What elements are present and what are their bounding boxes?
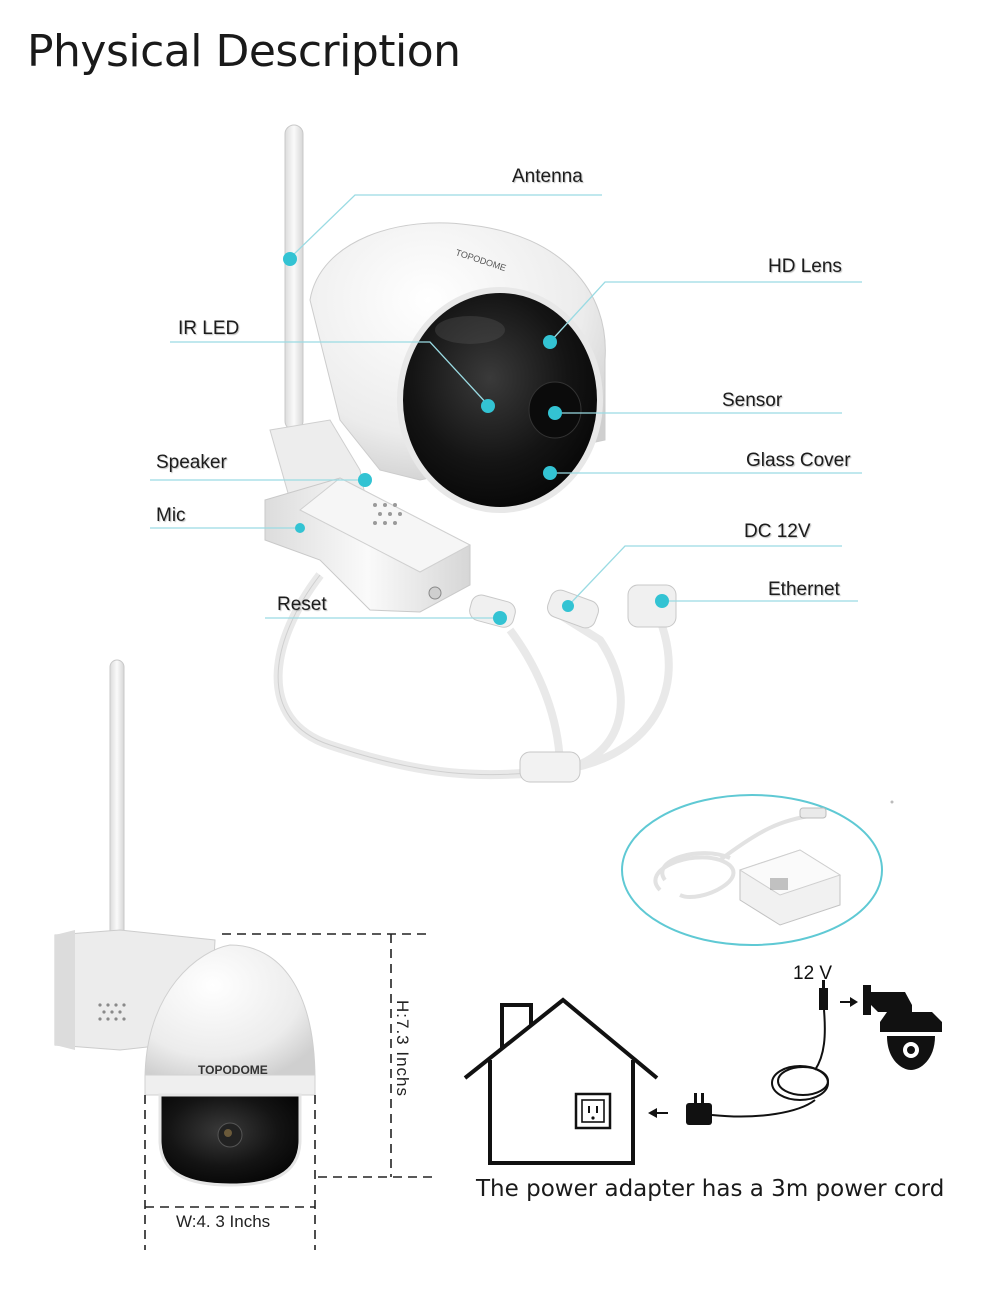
- label-glass-cover: Glass Cover: [746, 450, 851, 471]
- label-dc: DC 12V: [744, 521, 811, 542]
- speaker-grille: [373, 503, 402, 525]
- cable-splitter: [519, 751, 581, 783]
- speaker-dot: [358, 473, 372, 487]
- arrow-right-icon: [840, 997, 858, 1007]
- height-dimension-label: H:7.3 Inchs: [393, 1000, 412, 1097]
- antenna-line: [289, 194, 602, 259]
- reset-dot: [493, 611, 507, 625]
- page-title: Physical Description: [27, 26, 461, 77]
- antenna-shape: [284, 124, 304, 431]
- wall-outlet-icon: [574, 1092, 612, 1130]
- voltage-label: 12 V: [793, 963, 833, 984]
- mic-dot: [295, 523, 305, 533]
- ethernet-dot: [655, 594, 669, 608]
- camera-icon: [863, 985, 942, 1070]
- callout-lines: [150, 194, 862, 619]
- hd-lens-dot: [543, 335, 557, 349]
- dc-dot: [562, 600, 574, 612]
- main-camera: TOPODOME: [264, 124, 677, 783]
- label-ir-led: IR LED: [178, 318, 240, 339]
- dc-line: [567, 545, 842, 607]
- label-antenna: Antenna: [512, 166, 583, 187]
- ir-led-line: [170, 341, 489, 406]
- antenna-small: [109, 659, 125, 941]
- callout-dots: [283, 252, 669, 625]
- dimension-camera: TOPODOME: [54, 659, 316, 1187]
- hd-lens-line: [549, 281, 862, 343]
- adapter-callout: [621, 794, 883, 946]
- dc-plug-icon: [819, 980, 828, 1010]
- dimension-lines: [144, 933, 432, 1250]
- antenna-dot: [283, 252, 297, 266]
- label-reset: Reset: [277, 594, 327, 615]
- power-adapter-icon: [686, 1093, 712, 1125]
- label-speaker: Speaker: [156, 452, 227, 473]
- label-hd-lens: HD Lens: [768, 256, 842, 277]
- house-icon: [463, 997, 659, 1165]
- arrow-left-icon: [648, 1108, 668, 1118]
- power-cord-caption: The power adapter has a 3m power cord: [476, 1176, 945, 1202]
- coiled-cord-icon: [711, 1009, 829, 1118]
- brand-label: TOPODOME: [198, 1063, 268, 1077]
- glass-cover-dot: [543, 466, 557, 480]
- sensor-dot: [548, 406, 562, 420]
- ir-led-dot: [481, 399, 495, 413]
- label-mic: Mic: [156, 505, 186, 526]
- reset-connector: [469, 594, 516, 628]
- width-dimension-label: W:4. 3 Inchs: [176, 1212, 271, 1231]
- ethernet-connector: [627, 584, 677, 628]
- label-ethernet: Ethernet: [768, 579, 840, 600]
- label-sensor: Sensor: [722, 390, 783, 411]
